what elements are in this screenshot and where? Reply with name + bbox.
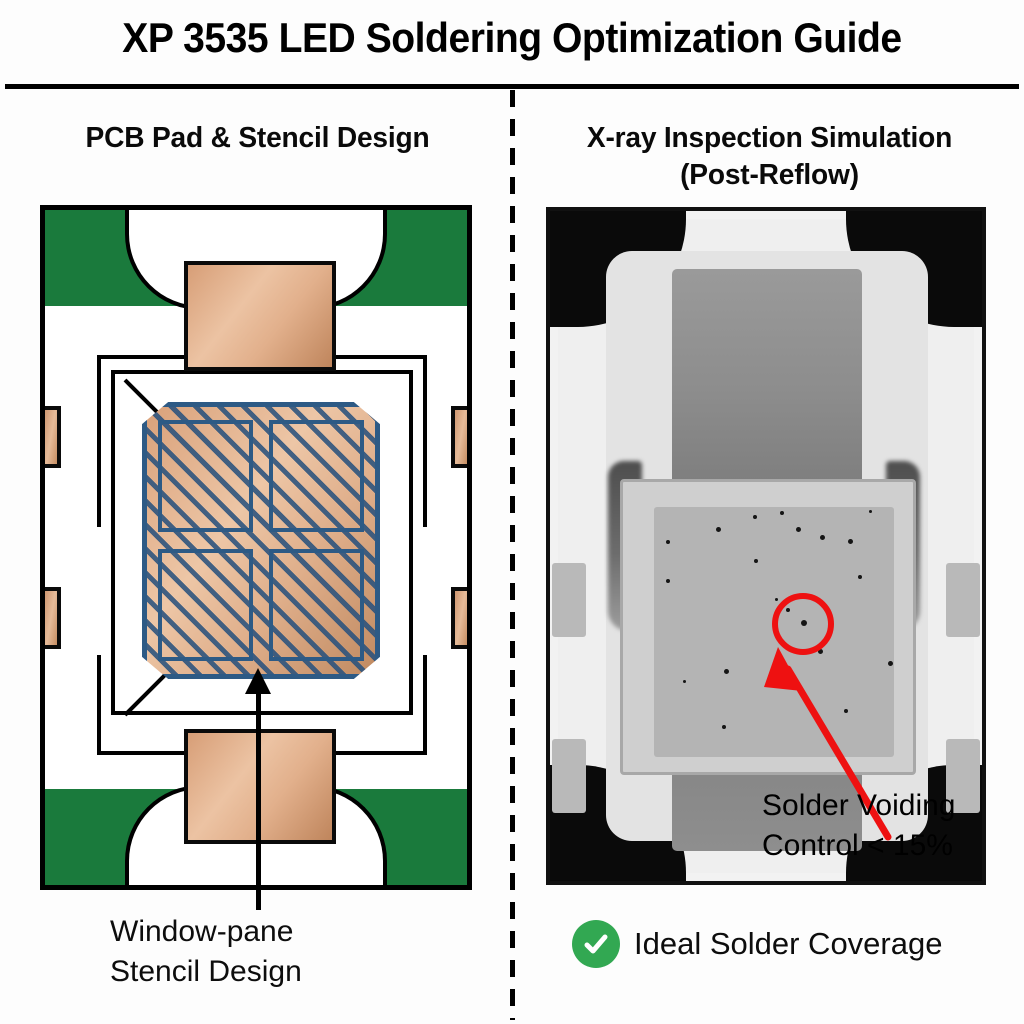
solder-void-speck <box>774 597 778 601</box>
void-caption-line2: Control < 15% <box>762 828 953 862</box>
pcb-footprint-diagram <box>40 205 472 890</box>
solder-void-speck <box>887 660 893 666</box>
header-divider-rule <box>5 84 1019 89</box>
xray-terminal-anode <box>672 269 862 487</box>
stencil-callout-arrow-shaft <box>256 676 261 910</box>
solder-void-speck <box>666 579 670 583</box>
void-caption-line1: Solder Voiding <box>762 789 956 822</box>
stencil-callout-arrow-head <box>245 668 271 694</box>
panel-divider-dashed <box>510 90 515 1020</box>
solder-void-speck <box>819 534 825 540</box>
solder-void-speck <box>753 515 757 519</box>
copper-side-pad-left-bottom <box>45 587 61 649</box>
pcb-substrate <box>45 210 467 885</box>
right-panel-subtitle: X-ray Inspection Simulation (Post-Reflow… <box>529 120 1009 194</box>
check-circle-icon <box>572 920 620 968</box>
solder-void-speck <box>722 725 726 729</box>
right-panel-subtitle-line2: (Post-Reflow) <box>680 159 859 192</box>
copper-side-pad-right-bottom <box>451 587 467 649</box>
solder-coverage-status: Ideal Solder Coverage <box>572 920 942 968</box>
copper-side-pad-left-top <box>45 406 61 468</box>
xray-side-terminal-left-bottom <box>552 739 586 813</box>
stencil-pane-bottom-right <box>269 549 364 661</box>
solder-void-speck <box>754 559 758 563</box>
left-panel-subtitle: PCB Pad & Stencil Design <box>85 122 430 154</box>
stencil-caption-line1: Window-pane <box>110 915 294 948</box>
copper-side-pad-right-top <box>451 406 467 468</box>
window-pane-stencil-aperture <box>142 402 380 679</box>
xray-side-terminal-right-bottom <box>946 739 980 813</box>
stencil-callout-caption: Window-pane Stencil Design <box>110 912 440 992</box>
solder-void-speck <box>858 575 862 579</box>
solder-void-speck <box>780 511 784 515</box>
xray-inspection-image <box>546 207 986 885</box>
copper-pad-anode <box>184 261 336 371</box>
component-body-outline <box>111 370 413 715</box>
right-panel-subtitle-line1: X-ray Inspection Simulation <box>586 122 953 154</box>
solder-void-speck <box>868 509 872 513</box>
solder-void-speck <box>666 540 670 544</box>
solder-void-speck <box>682 679 686 683</box>
stencil-pane-top-left <box>158 420 253 532</box>
check-mark-icon <box>584 934 608 954</box>
stencil-pane-top-right <box>269 420 364 532</box>
solder-void-speck <box>817 648 823 654</box>
solder-void-speck <box>723 668 729 674</box>
void-callout-circle <box>772 593 834 655</box>
xray-side-terminal-left-top <box>552 563 586 637</box>
solder-void-speck <box>844 709 848 713</box>
solder-void-speck <box>795 526 801 532</box>
status-badge-label: Ideal Solder Coverage <box>634 926 943 961</box>
page-title: XP 3535 LED Soldering Optimization Guide <box>122 14 902 61</box>
solder-void-speck <box>847 538 853 544</box>
solder-void-speck <box>715 526 721 532</box>
stencil-pane-bottom-left <box>158 549 253 661</box>
void-callout-caption: Solder Voiding Control < 15% <box>762 786 1024 865</box>
xray-side-terminal-right-top <box>946 563 980 637</box>
stencil-caption-line2: Stencil Design <box>110 954 302 988</box>
